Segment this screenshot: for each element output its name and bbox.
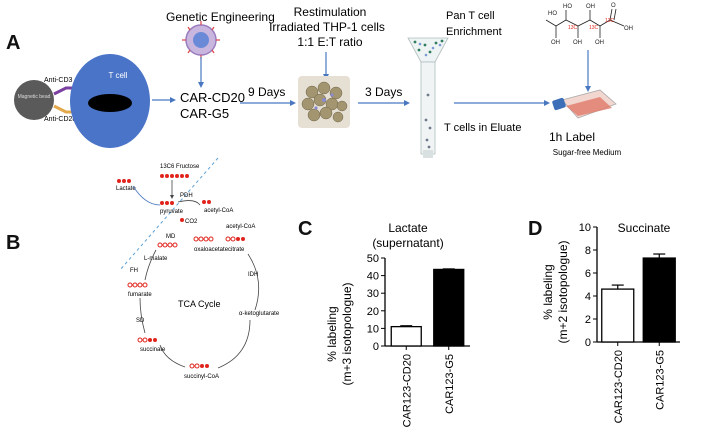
panel-a-letter: A bbox=[6, 32, 21, 54]
fumarate-label: fumarate bbox=[128, 292, 152, 298]
car-g5-label: CAR-G5 bbox=[180, 106, 229, 121]
svg-text:OH: OH bbox=[573, 40, 582, 46]
anti-cd3-label: Anti-CD3 bbox=[44, 77, 73, 84]
svg-text:O: O bbox=[611, 3, 616, 9]
t-cell-label: T cell bbox=[109, 71, 128, 80]
chart-d-ytick-label: 2 bbox=[585, 314, 591, 326]
succinate-label: succinate bbox=[140, 347, 166, 353]
one-hour-label: 1h Label bbox=[549, 130, 595, 144]
genetic-engineering-label: Genetic Engineering bbox=[166, 10, 275, 24]
chart-d-ylabel-line1: % labeling bbox=[541, 264, 555, 319]
lactate-node-label: Lactate bbox=[116, 186, 136, 192]
svg-text:HO: HO bbox=[563, 4, 572, 10]
bead-label: Magnetic bead bbox=[18, 94, 51, 100]
chart-d-bar bbox=[601, 288, 635, 343]
sugar-free-medium-label: Sugar-free Medium bbox=[553, 148, 622, 157]
akg-label: α-ketoglutarate bbox=[239, 311, 280, 317]
chart-c-ytick-label: 20 bbox=[367, 306, 379, 318]
enrichment-label: Enrichment bbox=[446, 26, 502, 38]
chart-c-ytick-label: 40 bbox=[367, 271, 379, 283]
chart-c-ylabel-line2: (m+3 isotopologue) bbox=[340, 282, 354, 385]
chart-c-lactate: Lactate (supernatant) % labeling (m+3 is… bbox=[325, 221, 470, 427]
c13-label-3: 13C bbox=[605, 18, 615, 24]
chart-d-title-line1: Succinate bbox=[618, 221, 671, 235]
chart-d-bar bbox=[642, 257, 676, 343]
chart-c-ytick-label: 0 bbox=[373, 341, 379, 353]
pdh-label: PDH bbox=[180, 193, 193, 199]
anti-cd28-label: Anti-CD28 bbox=[44, 116, 76, 123]
svg-text:OH: OH bbox=[551, 40, 560, 46]
anti-cd3-antibody bbox=[53, 86, 74, 96]
chart-d-succinate: Succinate % labeling (m+2 isotopologue) … bbox=[541, 221, 680, 423]
svg-text:OH: OH bbox=[595, 40, 604, 46]
c13-label-1: 13C bbox=[568, 25, 578, 31]
pyruvate-label: pyruvate bbox=[160, 209, 184, 215]
t-cells-in-eluate-label: T cells in Eluate bbox=[444, 122, 521, 134]
acetyl-coa-label-1: acetyl-CoA bbox=[204, 208, 233, 214]
chart-c-ylabel-line1: % labeling bbox=[325, 306, 339, 361]
idh-label: IDH bbox=[248, 272, 258, 278]
separation-column-icon bbox=[407, 37, 449, 158]
svg-text:OH: OH bbox=[624, 26, 633, 32]
culture-flask-icon bbox=[552, 89, 617, 119]
three-days-label: 3 Days bbox=[365, 85, 402, 99]
irradiated-thp1-label: Irradiated THP-1 cells bbox=[269, 20, 385, 34]
pan-t-cell-label: Pan T cell bbox=[446, 10, 495, 22]
svg-text:HO: HO bbox=[548, 11, 557, 17]
co2-label: CO2 bbox=[185, 219, 198, 225]
tca-cycle-label: TCA Cycle bbox=[178, 299, 221, 309]
fructose-structure-icon bbox=[545, 8, 625, 38]
chart-c-bar bbox=[433, 268, 465, 347]
chart-c-ytick-label: 30 bbox=[367, 288, 379, 300]
acetyl-coa-label-2: acetyl-CoA bbox=[226, 224, 255, 230]
succinyl-coa-label: succinyl-CoA bbox=[184, 374, 219, 380]
chart-c-xtick-label: CAR123-G5 bbox=[444, 354, 456, 414]
fh-label: FH bbox=[130, 268, 138, 274]
restimulation-label: Restimulation bbox=[294, 5, 367, 19]
chart-c-ytick-label: 10 bbox=[367, 323, 379, 335]
magnetic-bead bbox=[14, 80, 54, 120]
virus-icon bbox=[182, 21, 220, 59]
chart-d-ytick-label: 6 bbox=[585, 268, 591, 280]
chart-d-xtick-label: CAR123-CD20 bbox=[613, 350, 625, 423]
chart-c-title-line2: (supernatant) bbox=[372, 236, 443, 250]
fructose-label: 13C6 Fructose bbox=[160, 164, 200, 170]
panel-d-letter: D bbox=[528, 218, 543, 240]
chart-d-ytick-label: 10 bbox=[579, 222, 591, 234]
chart-c-bar bbox=[390, 325, 422, 347]
svg-text:OH: OH bbox=[586, 4, 595, 10]
et-ratio-label: 1:1 E:T ratio bbox=[297, 35, 362, 49]
cell-cluster-image bbox=[298, 76, 350, 128]
chart-d-ytick-label: 0 bbox=[585, 337, 591, 349]
panel-b-letter: B bbox=[6, 232, 21, 254]
t-cell-nucleus bbox=[88, 94, 132, 112]
c13-label-2: 13C bbox=[589, 25, 599, 31]
chart-c-ytick-label: 50 bbox=[367, 253, 379, 265]
panel-a-diagram: Magnetic bead Anti-CD3 Anti-CD28 T cell … bbox=[14, 3, 633, 158]
oxaloacetate-label: oxaloacetate bbox=[194, 247, 229, 253]
fructose-carbons bbox=[160, 174, 189, 178]
car-cd20-label: CAR-CD20 bbox=[180, 90, 245, 105]
md-label: MD bbox=[166, 234, 176, 240]
chart-d-ytick-label: 4 bbox=[585, 291, 591, 303]
citrate-label: citrate bbox=[228, 247, 245, 253]
sd-label: SD bbox=[136, 318, 145, 324]
membrane-line bbox=[119, 157, 219, 271]
chart-c-xtick-label: CAR123-CD20 bbox=[401, 354, 413, 427]
panel-c-letter: C bbox=[298, 218, 313, 240]
nine-days-label: 9 Days bbox=[248, 85, 285, 99]
chart-c-title-line1: Lactate bbox=[388, 221, 428, 235]
panel-b-pathway-diagram: 13C6 Fructose Lactate pyruvate PDH acety… bbox=[116, 157, 280, 380]
chart-d-ytick-label: 8 bbox=[585, 245, 591, 257]
chart-d-xtick-label: CAR123-G5 bbox=[654, 350, 666, 410]
l-malate-label: L-malate bbox=[144, 256, 168, 262]
chart-d-ylabel-line2: (m+2 isotopologue) bbox=[556, 240, 570, 343]
